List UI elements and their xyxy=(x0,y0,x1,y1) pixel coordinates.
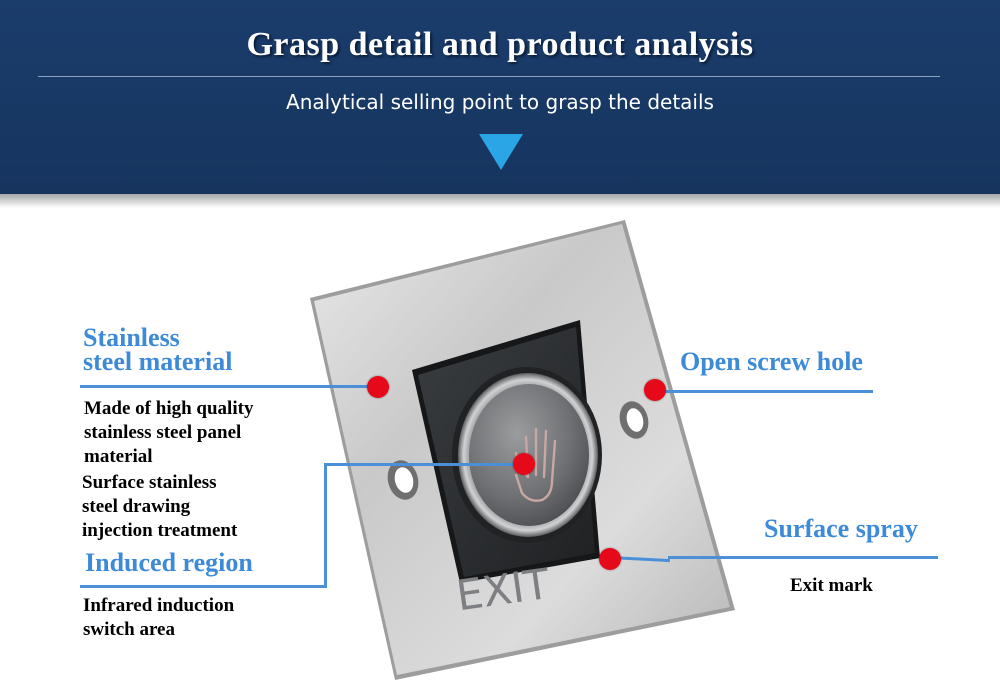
page-subtitle: Analytical selling point to grasp the de… xyxy=(286,90,714,114)
stainless-desc-4: Surface stainless xyxy=(82,472,217,493)
stainless-heading-line2: steel material xyxy=(83,347,233,376)
screw-hole-right xyxy=(619,401,649,439)
spray-desc: Exit mark xyxy=(790,575,873,596)
stainless-desc-6: injection treatment xyxy=(82,520,238,541)
stainless-heading-line1: Stainless xyxy=(83,323,180,352)
exit-switch-illustration: EXIT xyxy=(310,220,735,680)
banner-shadow xyxy=(0,194,1000,208)
induced-desc-1: Infrared induction xyxy=(83,595,235,616)
spray-heading: Surface spray xyxy=(764,514,918,543)
stainless-desc-5: steel drawing xyxy=(82,496,191,517)
stainless-desc-2: stainless steel panel xyxy=(84,422,242,443)
marker-screw xyxy=(644,379,666,401)
stainless-desc-1: Made of high quality xyxy=(84,398,254,419)
marker-induced xyxy=(513,453,535,475)
connector-stainless xyxy=(80,385,380,388)
connector-induced-vertical xyxy=(324,463,327,588)
connector-spray-horizontal xyxy=(668,556,938,559)
connector-induced-top xyxy=(324,463,522,466)
page-title: Grasp detail and product analysis xyxy=(246,26,754,63)
marker-stainless xyxy=(367,376,389,398)
title-divider xyxy=(38,76,940,77)
marker-spray xyxy=(599,548,621,570)
screw-hole-left xyxy=(387,460,419,500)
induced-desc-2: switch area xyxy=(83,619,175,640)
connector-screw xyxy=(655,390,873,393)
connector-induced-horizontal xyxy=(80,585,327,588)
induced-heading: Induced region xyxy=(85,548,253,577)
screw-heading: Open screw hole xyxy=(680,347,863,376)
down-arrow-icon xyxy=(479,134,523,170)
stainless-desc-3: material xyxy=(84,446,153,467)
